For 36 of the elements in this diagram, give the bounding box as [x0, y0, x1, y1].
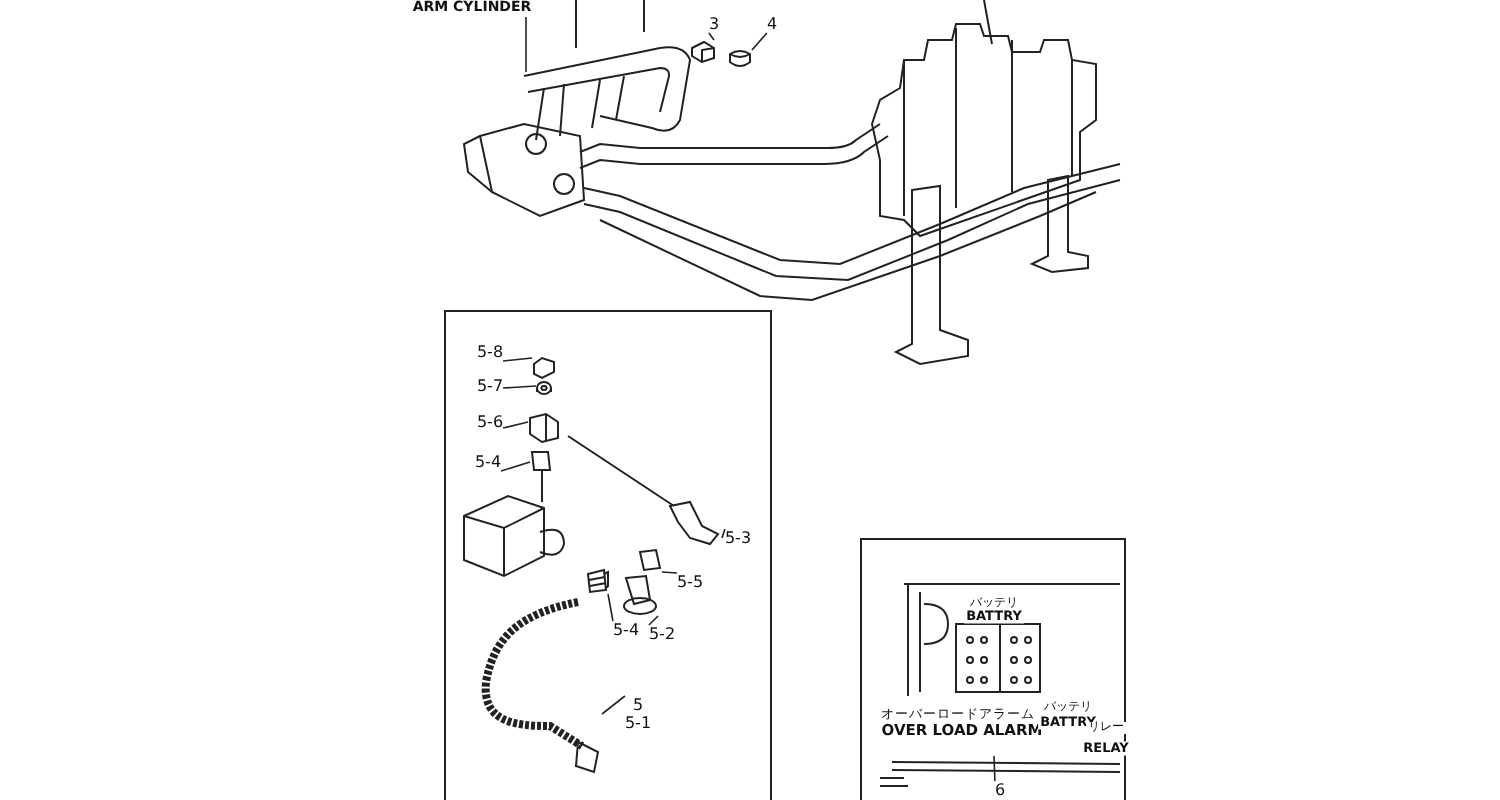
leader-line — [502, 385, 537, 389]
plug-drawing — [690, 40, 716, 64]
callout-number: 6 — [994, 781, 1006, 799]
leader-line — [607, 593, 614, 622]
fitting-drawing — [586, 570, 608, 594]
leader-line — [525, 16, 527, 73]
switch-drawing — [622, 576, 658, 616]
leader-line — [993, 755, 996, 782]
cap-drawing — [728, 50, 752, 70]
fitting-drawing — [530, 450, 552, 506]
leader-line — [751, 32, 768, 51]
callout-number: 5-8 — [476, 343, 504, 361]
callout-numbers: 5 5-1 — [624, 696, 652, 732]
washer-drawing — [536, 380, 552, 396]
leader-line — [661, 571, 678, 574]
callout-number: 5-6 — [476, 413, 504, 431]
callout-number: 3 — [708, 15, 720, 33]
leader-line — [648, 615, 659, 626]
leader-line — [502, 357, 533, 362]
nut-drawing — [532, 358, 556, 378]
leader-line — [708, 32, 715, 41]
callout-number: 5-5 — [676, 573, 704, 591]
callout-number: 4 — [766, 15, 778, 33]
inset-frame — [444, 310, 772, 800]
tube-drawing — [566, 434, 722, 546]
leader-line — [601, 695, 626, 715]
callout-number: 5-3 — [724, 529, 752, 547]
callout-number: 5-4 — [612, 621, 640, 639]
callout-number: 5-7 — [476, 377, 504, 395]
callout-number: 5-4 — [474, 453, 502, 471]
fitting-drawing — [638, 548, 662, 572]
leader-line — [502, 421, 529, 429]
leader-line — [721, 528, 726, 539]
tee-fitting-drawing — [528, 412, 562, 444]
callout-number: 5-2 — [648, 625, 676, 643]
leader-line — [500, 461, 531, 472]
